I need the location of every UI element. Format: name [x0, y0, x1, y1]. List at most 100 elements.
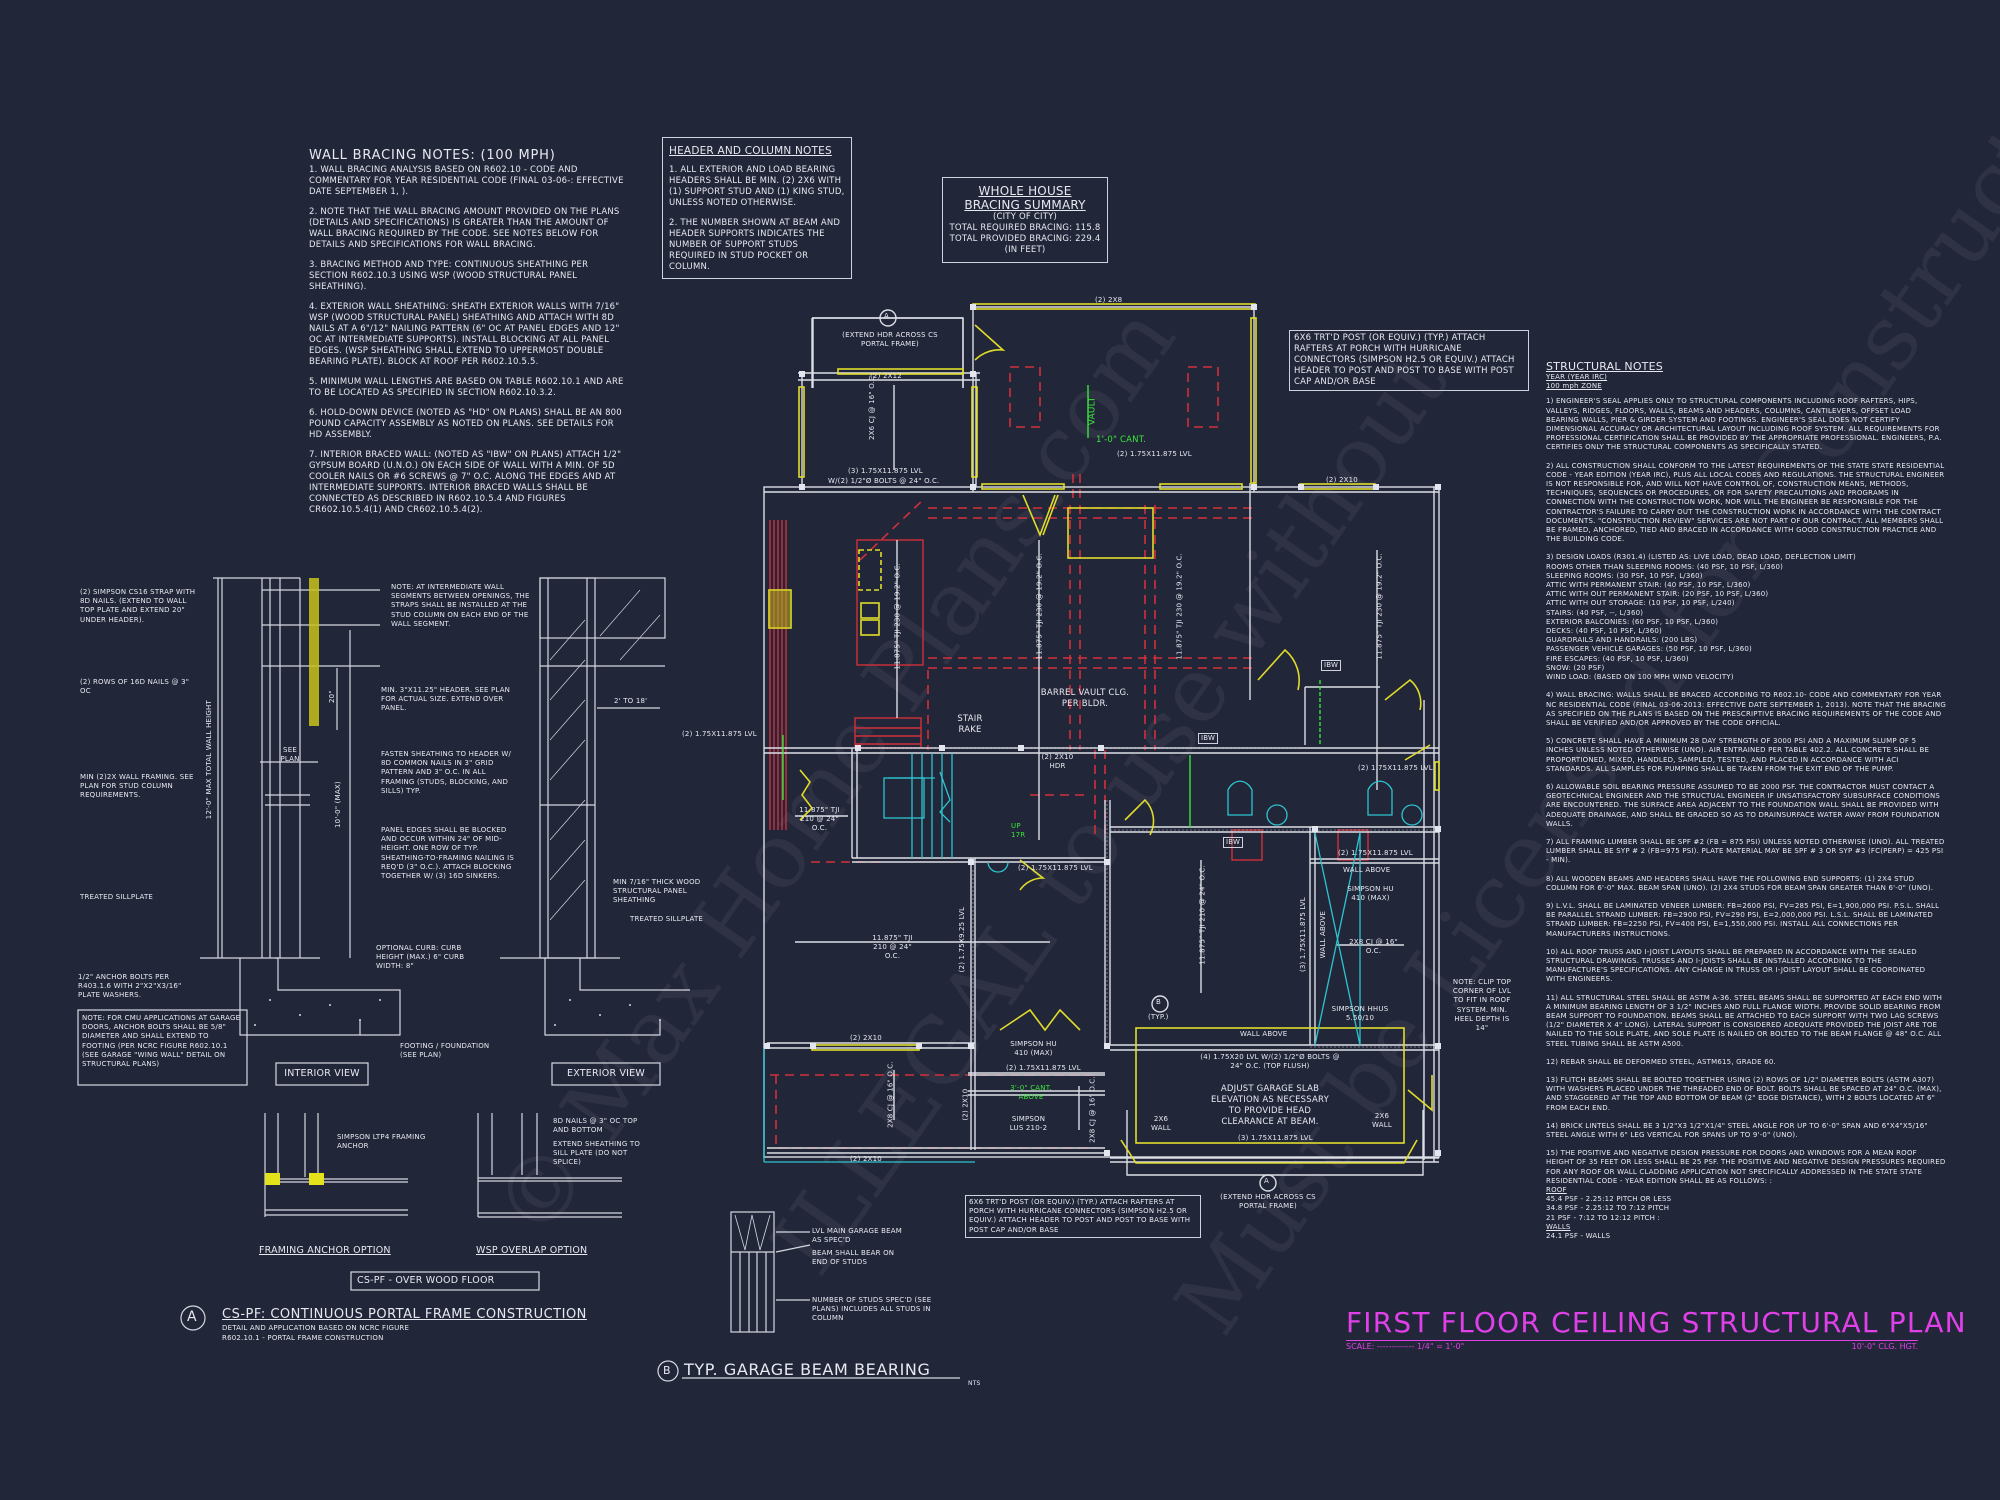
detail-a-subtitle-1: DETAIL AND APPLICATION BASED ON NCRC FIG… — [222, 1324, 410, 1332]
structural-notes-sub1: YEAR (YEAR IRC) — [1546, 373, 1608, 381]
callout-strap: (2) SIMPSON CS16 STRAP WITH 8d NAILS. (E… — [80, 588, 196, 624]
callout-intermediate: NOTE: AT INTERMEDIATE WALL SEGMENTS BETW… — [391, 583, 530, 628]
detail-b-title: TYP. GARAGE BEAM BEARING — [684, 1360, 931, 1379]
barrel-vault-label: BARREL VAULT CLG. PER BLDR. — [1040, 688, 1130, 709]
wall-bracing-note-5: 5. MINIMUM WALL LENGTHS ARE BASED ON TAB… — [309, 377, 624, 398]
structural-note-2: 2) ALL CONSTRUCTION SHALL CONFORM TO THE… — [1546, 461, 1945, 544]
sheet-title-block: FIRST FLOOR CEILING STRUCTURAL PLAN SCAL… — [1346, 1306, 1967, 1351]
tji230-d-label: 11.875" TJI 230 @ 19.2" O.C. — [1375, 553, 1384, 660]
structural-notes-sub2: 100 mph ZONE — [1546, 382, 1602, 391]
structural-note-14: 14) BRICK LINTELS SHALL BE 3 1/2"x3 1/2"… — [1546, 1121, 1928, 1140]
callout-nails-top: 8d NAILS @ 3" OC TOP AND BOTTOM — [553, 1117, 638, 1135]
cj-2x8-bl-label: 2x8 CJ @ 16" O.C. — [886, 1061, 895, 1128]
front-hdr-label: (2) 2x12 — [870, 372, 902, 380]
roof-value-3: 21 PSF - 7:12 TO 12:12 PITCH : — [1546, 1213, 1661, 1222]
bracing-summary-title-1: WHOLE HOUSE — [978, 184, 1072, 198]
lvl-small-label: (2) 1.75x11.875 LVL — [1006, 1064, 1081, 1072]
scale-label: SCALE: — [1346, 1342, 1375, 1351]
bracing-provided: TOTAL PROVIDED BRACING: 229.4 — [949, 234, 1101, 244]
roof-value-1: 45.4 PSF - 2.25:12 PITCH OR LESS — [1546, 1195, 1672, 1204]
lvl-mid-label: (2) 1.75x11.875 LVL — [1018, 864, 1093, 872]
up-17r-label: UP 17R — [1011, 822, 1026, 840]
structural-note-5: 5) CONCRETE SHALL HAVE A MINIMUM 28 DAY … — [1546, 737, 1930, 773]
lvl-2-porch-label: (2) 1.75x11.875 LVL — [1117, 450, 1192, 458]
structural-note-7: 7) ALL FRAMING LUMBER SHALL BE SPF #2 (F… — [1546, 837, 1945, 865]
hdr-2x10-label: (2) 2x10 HDR — [1041, 753, 1074, 771]
callout-framing: MIN (2)2X WALL FRAMING. SEE PLAN FOR STU… — [80, 773, 194, 800]
wall-bracing-note-7: 7. INTERIOR BRACED WALL: (NOTED AS "IBW"… — [309, 450, 622, 515]
sheet-title: FIRST FLOOR CEILING STRUCTURAL PLAN — [1346, 1306, 1967, 1339]
cj-2x8-right-label: 2x8 CJ @ 16" O.C. — [1349, 938, 1398, 956]
lvl-3-vert-label: (3) 1.75x11.875 LVL — [1298, 897, 1307, 973]
wall-above-1-label: WALL ABOVE — [1343, 866, 1391, 874]
header-note-2: 2. THE NUMBER SHOWN AT BEAM AND HEADER S… — [669, 218, 841, 272]
ibw-label-2: IBW — [1223, 837, 1244, 849]
hdr-2x10-right-label: (2) 2x10 — [1326, 476, 1358, 484]
bracing-summary-title-2: BRACING SUMMARY — [964, 198, 1086, 212]
roof-value-2: 34.8 PSF - 2.25:12 TO 7:12 PITCH — [1546, 1204, 1670, 1213]
clip-note-label: NOTE: CLIP TOP CORNER OF LVL TO FIT IN R… — [1452, 978, 1512, 1033]
structural-note-15: 15) THE POSITIVE AND NEGATIVE DESIGN PRE… — [1546, 1149, 1946, 1185]
callout-fasten: FASTEN SHEATHING TO HEADER W/ 8d COMMON … — [381, 750, 512, 795]
garage-beam-label: (4) 1.75x20 LVL W/(2) 1/2"Ø BOLTS @ 24" … — [1200, 1053, 1340, 1071]
adjust-slab-label: ADJUST GARAGE SLAB ELEVATION AS NECESSAR… — [1210, 1084, 1330, 1127]
structural-note-1: 1) ENGINEER'S SEAL APPLIES ONLY TO STRUC… — [1546, 397, 1942, 452]
interior-view-label: INTERIOR VIEW — [284, 1068, 360, 1079]
header-note-1: 1. ALL EXTERIOR AND LOAD BEARING HEADERS… — [669, 165, 845, 208]
wall-above-vert-label: WALL ABOVE — [1319, 910, 1328, 959]
lvl-925-label: (2) 1.75x9.25 LVL — [958, 906, 967, 973]
wall-bracing-note-3: 3. BRACING METHOD AND TYPE: CONTINUOUS S… — [309, 260, 589, 292]
scale-value: 1/4" = 1'-0" — [1416, 1342, 1465, 1351]
simpson-hu410-b-label: SIMPSON HU 410 (MAX) — [1010, 1040, 1057, 1058]
simpson-hu410-a-label: SIMPSON HU 410 (MAX) — [1347, 885, 1394, 903]
lvl-bath-label: (2) 1.75x11.875 LVL — [1358, 764, 1433, 772]
callout-treated-sill-2: TREATED SILLPLATE — [630, 915, 704, 923]
structural-note-6: 6) ALLOWABLE SOIL BEARING PRESSURE ASSUM… — [1546, 782, 1941, 828]
callout-anchor-bolts: 1/2" ANCHOR BOLTS PER R403.1.6 WITH 2"x2… — [78, 973, 182, 1000]
garage-beam-callout-1: LVL MAIN GARAGE BEAM AS SPEC'D — [812, 1227, 902, 1245]
simpson-hhus-label: SIMPSON HHUS 5.50/10 — [1331, 1005, 1389, 1023]
vault-label: VAULT — [1087, 396, 1098, 426]
tji230-b-label: 11.875" TJI 230 @ 19.2" O.C. — [1035, 553, 1044, 660]
structural-note-12: 12) REBAR SHALL BE DEFORMED STEEL, ASTM6… — [1546, 1057, 1776, 1066]
bolts-front-label: W/(2) 1/2"Ø BOLTS @ 24" O.C. — [828, 477, 940, 485]
callout-nails: (2) ROWS OF 16d NAILS @ 3" OC — [80, 678, 190, 696]
callout-panel-edges: PANEL EDGES SHALL BE BLOCKED AND OCCUR W… — [381, 826, 515, 881]
ibw-label-1: IBW — [1198, 733, 1219, 745]
porch-post-note-bottom: 6x6 TRT'D POST (OR EQUIV.) (TYP.) ATTACH… — [965, 1195, 1201, 1238]
callout-width: 2' TO 18' — [614, 697, 648, 705]
over-wood-floor-label: CS-PF - OVER WOOD FLOOR — [357, 1275, 495, 1286]
structural-note-4: 4) WALL BRACING: WALLS SHALL BE BRACED A… — [1546, 691, 1946, 727]
callout-extend-sheathing: EXTEND SHEATHING TO SILL PLATE (DO NOT S… — [553, 1140, 641, 1167]
wall-bracing-notes: WALL BRACING NOTES: (100 MPH) 1. WALL BR… — [309, 148, 629, 525]
garage-beam-callout-2: BEAM SHALL BEAR ON END OF STUDS — [812, 1249, 895, 1267]
cj-2x6-label: 2x6 CJ @ 16" O.C. — [868, 373, 876, 440]
callout-header: MIN. 3"x11.25" HEADER. SEE PLAN FOR ACTU… — [381, 686, 511, 713]
cj-2x8-small-label: 2x8 CJ @ 16" O.C. — [1088, 1076, 1097, 1143]
extend-hdr-top-label: (EXTEND HDR ACROSS CS PORTAL FRAME) — [842, 331, 938, 349]
lvl-garage-door-label: (3) 1.75x11.875 LVL — [1238, 1134, 1313, 1142]
bracing-required: TOTAL REQUIRED BRACING: 115.8 — [949, 223, 1101, 233]
lvl-3-front-label: (3) 1.75x11.875 LVL — [848, 467, 923, 475]
walls-value-1: 24.1 PSF - WALLS — [1546, 1232, 1611, 1241]
tji210-mid-label: 11.875" TJI 210 @ 24" O.C. — [872, 934, 913, 961]
structural-note-3: 3) DESIGN LOADS (R301.4) (LISTED AS: LIV… — [1546, 553, 1856, 682]
wall-2x6-left-label: 2x6 WALL — [1151, 1115, 1171, 1133]
marker-a-top: A — [884, 312, 889, 320]
bracing-city: (CITY OF CITY) — [992, 212, 1058, 222]
structural-note-9: 9) L.V.L. SHALL BE LAMINATED VENEER LUMB… — [1546, 901, 1940, 938]
structural-notes-title: STRUCTURAL NOTES — [1546, 360, 1663, 373]
framing-anchor-option-label: FRAMING ANCHOR OPTION — [259, 1245, 391, 1256]
structural-note-8: 8) ALL WOODEN BEAMS AND HEADERS SHALL HA… — [1546, 874, 1934, 892]
marker-b-plan: B — [1156, 998, 1162, 1006]
wall-above-2-label: WALL ABOVE — [1240, 1030, 1288, 1038]
porch-post-note-top: 6x6 TRT'D POST (OR EQUIV.) (TYP.) ATTACH… — [1289, 330, 1529, 391]
structural-note-10: 10) ALL ROOF TRUSS AND I-JOIST LAYOUTS S… — [1546, 947, 1926, 984]
hdr-2x10-bl-label: (2) 2x10 — [850, 1034, 882, 1042]
detail-b-marker: B — [663, 1364, 671, 1377]
header-column-notes-title: HEADER AND COLUMN NOTES — [669, 145, 832, 157]
typ-label: (TYP.) — [1148, 1013, 1169, 1021]
structural-note-13: 13) FLITCH BEAMS SHALL BE BOLTED TOGETHE… — [1546, 1076, 1942, 1112]
